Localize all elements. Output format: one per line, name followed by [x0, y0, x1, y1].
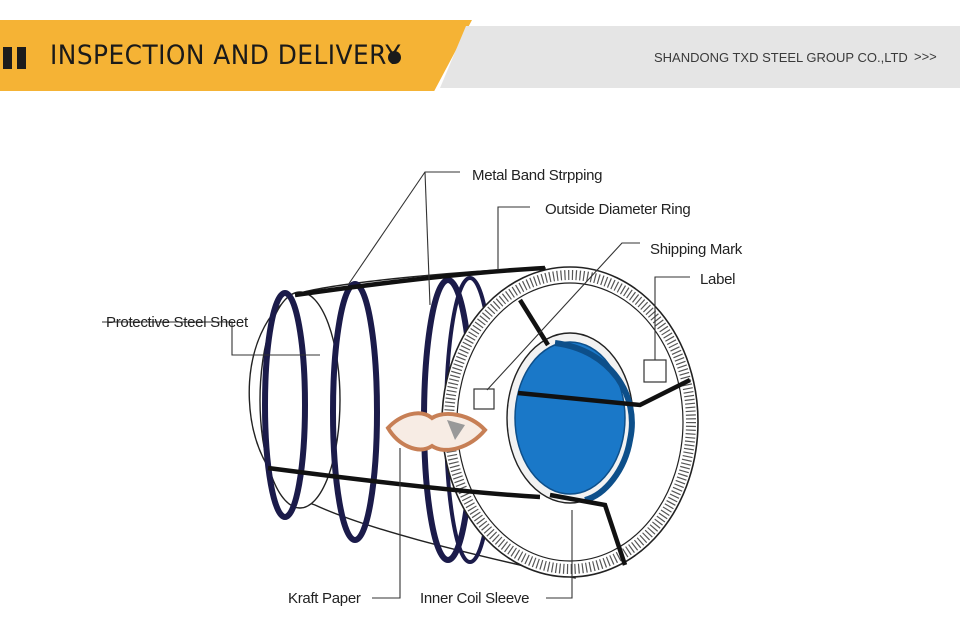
ring-hatch: [444, 270, 696, 574]
label-metal-band: Metal Band Strpping: [472, 167, 602, 184]
header-company-bar: [440, 26, 960, 88]
company-name: SHANDONG TXD STEEL GROUP CO.,LTD: [654, 50, 908, 65]
header-block-icon: [3, 47, 12, 69]
label-protective-sheet: Protective Steel Sheet: [106, 314, 249, 331]
coil-left-end: [259, 291, 341, 509]
kraft-paper-icon: [385, 411, 488, 452]
page-title: INSPECTION AND DELIVERY: [50, 40, 401, 71]
label-kraft-paper: Kraft Paper: [288, 590, 361, 607]
label-box: [643, 359, 667, 383]
label-outside-ring: Outside Diameter Ring: [545, 201, 690, 218]
label-inner-sleeve: Inner Coil Sleeve: [420, 590, 529, 607]
coil-core: [514, 341, 626, 495]
shipping-mark-box: [473, 388, 495, 410]
header-block-icon: [17, 47, 26, 69]
section-header: INSPECTION AND DELIVERY SHANDONG TXD STE…: [0, 0, 960, 92]
bullet-dot-icon: [388, 51, 401, 64]
longitudinal-bands: [267, 265, 692, 566]
label-shipping-mark: Shipping Mark: [650, 241, 743, 258]
more-chevron-link[interactable]: >>>: [914, 49, 937, 64]
label-label: Label: [700, 271, 735, 288]
leader-lines: [102, 171, 690, 599]
